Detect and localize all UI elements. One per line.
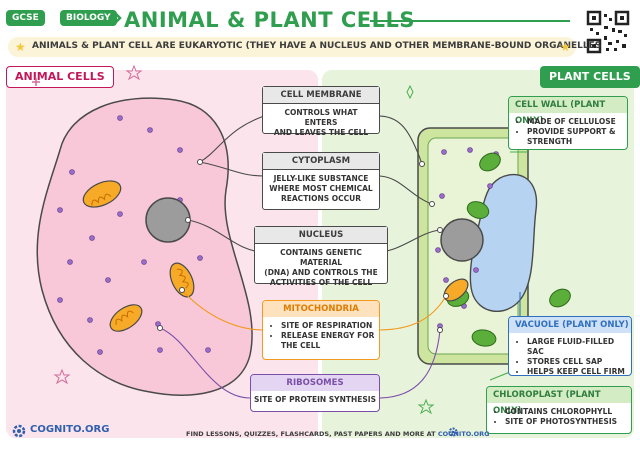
arrow-icon	[112, 10, 122, 26]
title-underline	[370, 20, 570, 22]
gcse-tag: GCSE	[6, 10, 45, 26]
plant-nucleus	[440, 218, 484, 262]
animal-nucleus	[145, 197, 191, 243]
chloroplast-list: CONTAINS CHLOROPHYLL SITE OF PHOTOSYNTHE…	[487, 407, 631, 427]
page-title: ANIMAL & PLANT CELLS	[124, 8, 415, 32]
nucleus-box: NUCLEUS CONTAINS GENETIC MATERIAL (DNA) …	[254, 226, 388, 287]
subtitle-text: ANIMALS & PLANT CELL ARE EUKARYOTIC (THE…	[32, 41, 602, 51]
cell-membrane-desc: CONTROLS WHAT ENTERS AND LEAVES THE CELL	[263, 104, 379, 142]
cell-wall-point: PROVIDE SUPPORT & STRENGTH	[527, 127, 627, 147]
footer-text-main: FIND LESSONS, QUIZZES, FLASHCARDS, PAST …	[186, 430, 436, 438]
chloroplast-point: CONTAINS CHLOROPHYLL	[505, 407, 631, 417]
chloroplast-point: SITE OF PHOTOSYNTHESIS	[505, 417, 631, 427]
nucleus-desc-line: (DNA) AND CONTROLS THE	[264, 268, 378, 277]
animal-cell	[36, 97, 253, 396]
subtitle-banner: ★ ANIMALS & PLANT CELL ARE EUKARYOTIC (T…	[8, 37, 601, 57]
cytoplasm-box: CYTOPLASM JELLY-LIKE SUBSTANCE WHERE MOS…	[262, 152, 380, 210]
cytoplasm-title: CYTOPLASM	[263, 153, 379, 170]
plant-cell	[417, 127, 571, 365]
cognito-logo-icon	[12, 424, 26, 438]
vacuole-point: HELPS KEEP CELL FIRM	[527, 367, 631, 377]
biology-tag: BIOLOGY	[60, 10, 117, 26]
ribosomes-title: RIBOSOMES	[251, 375, 379, 391]
mitochondria-box: MITOCHONDRIA SITE OF RESPIRATION RELEASE…	[262, 300, 380, 360]
mitochondria-title: MITOCHONDRIA	[263, 301, 379, 317]
mitochondria-animal	[82, 180, 195, 332]
vacuole-list: LARGE FLUID-FILLED SAC STORES CELL SAP H…	[509, 337, 631, 377]
nucleus-title: NUCLEUS	[255, 227, 387, 244]
cell-membrane-desc-line: CONTROLS WHAT ENTERS	[284, 108, 358, 127]
cytoplasm-desc-line: JELLY-LIKE SUBSTANCE	[273, 174, 369, 183]
qr-code-icon[interactable]	[586, 10, 630, 54]
chloroplast-title: CHLOROPLAST (PLANT ONLY)	[487, 387, 631, 416]
vacuole-point: LARGE FLUID-FILLED SAC	[527, 337, 631, 357]
cytoplasm-desc: JELLY-LIKE SUBSTANCE WHERE MOST CHEMICAL…	[263, 170, 379, 208]
ribosomes-box: RIBOSOMES SITE OF PROTEIN SYNTHESIS	[250, 374, 380, 412]
cell-wall-point: MADE OF CELLULOSE	[527, 117, 627, 127]
star-icon: ★	[15, 40, 26, 54]
mitochondria-point: RELEASE ENERGY FOR THE CELL	[281, 331, 379, 351]
nucleus-desc: CONTAINS GENETIC MATERIAL (DNA) AND CONT…	[255, 244, 387, 292]
plant-mitochondrion	[443, 278, 469, 302]
mitochondria-point: SITE OF RESPIRATION	[281, 321, 379, 331]
nucleus-desc-line: ACTIVITIES OF THE CELL	[269, 278, 373, 287]
vacuole-point: STORES CELL SAP	[527, 357, 631, 367]
star-icon: ★	[560, 40, 571, 54]
cell-membrane-title: CELL MEMBRANE	[263, 87, 379, 104]
nucleus-desc-line: CONTAINS GENETIC MATERIAL	[280, 248, 362, 267]
plant-cells-label: PLANT CELLS	[540, 66, 640, 88]
gear-icon	[448, 427, 458, 437]
cognito-logo[interactable]: COGNITO.ORG	[30, 424, 110, 435]
mitochondria-list: SITE OF RESPIRATION RELEASE ENERGY FOR T…	[263, 321, 379, 351]
cell-membrane-desc-line: AND LEAVES THE CELL	[273, 128, 369, 137]
vacuole-box: VACUOLE (PLANT ONLY) LARGE FLUID-FILLED …	[508, 316, 632, 376]
cell-wall-box: CELL WALL (PLANT ONLY) MADE OF CELLULOSE…	[508, 96, 628, 150]
chloroplast-box: CHLOROPLAST (PLANT ONLY) CONTAINS CHLORO…	[486, 386, 632, 434]
chloroplasts	[446, 152, 571, 347]
vacuole-title: VACUOLE (PLANT ONLY)	[509, 317, 631, 333]
cytoplasm-desc-line: WHERE MOST CHEMICAL	[269, 184, 373, 193]
cell-membrane-box: CELL MEMBRANE CONTROLS WHAT ENTERS AND L…	[262, 86, 380, 137]
footer-link[interactable]: COGNITO.ORG	[437, 430, 490, 438]
cell-wall-list: MADE OF CELLULOSE PROVIDE SUPPORT & STRE…	[509, 117, 627, 147]
cytoplasm-desc-line: REACTIONS OCCUR	[280, 194, 362, 203]
footer-text: FIND LESSONS, QUIZZES, FLASHCARDS, PAST …	[186, 430, 489, 438]
ribosomes-desc: SITE OF PROTEIN SYNTHESIS	[254, 395, 376, 404]
cell-wall-title: CELL WALL (PLANT ONLY)	[509, 97, 627, 126]
